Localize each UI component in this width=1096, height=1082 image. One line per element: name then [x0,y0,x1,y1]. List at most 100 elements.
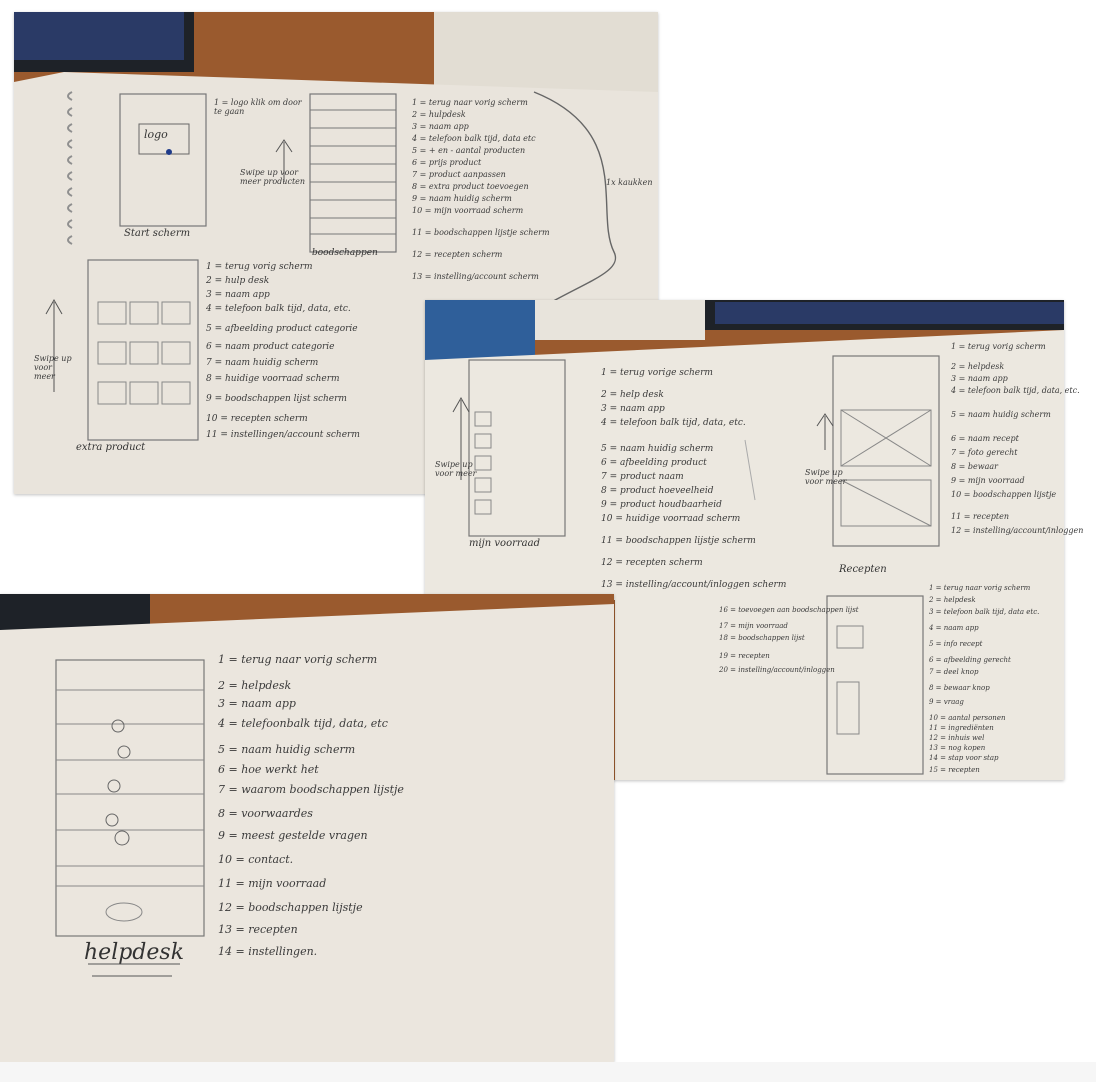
note-line: 8 = bewaar knop [929,684,990,692]
photo-notebook-page-2: mijn voorraad Swipe up voor meer Swipe u… [425,300,1083,780]
note-line: 2 = helpdesk [218,679,292,692]
caption-recepten: Recepten [839,564,887,575]
note-line: 4 = telefoonbalk tijd, data, etc [218,717,388,730]
note-line: 11 = boodschappen lijstje scherm [412,228,550,237]
note-line: 1 = terug naar vorig scherm [929,584,1031,592]
note-line: 2 = help desk [601,390,664,400]
note-line: 7 = foto gerecht [951,448,1018,457]
note-line: 11 = instellingen/account scherm [206,430,360,440]
note-line: 12 = inhuis wel [929,734,985,742]
note-line: 9 = mijn voorraad [951,476,1025,485]
note-line: 3 = naam app [951,374,1008,383]
note-line: 12 = instelling/account/inloggen [951,526,1084,535]
note-line: 4 = telefoon balk tijd, data etc [412,134,536,143]
note-line: 17 = mijn voorraad [719,622,788,630]
note-line: 8 = voorwaardes [218,807,313,820]
caption-helpdesk: helpdesk [84,940,185,965]
note-line: 5 = afbeelding product categorie [206,324,358,334]
note-line: 8 = bewaar [951,462,998,471]
note-line: 3 = naam app [218,697,296,710]
note-line: 20 = instelling/account/inloggen [719,666,835,674]
note-line: 16 = toevoegen aan boodschappen lijst [719,606,859,614]
note-line: 1 = terug vorig scherm [951,342,1046,351]
note-line: 7 = product naam [601,472,684,482]
photo-3-scene [0,594,614,1062]
note-line: 8 = huidige voorraad scherm [206,374,340,384]
note-line: 2 = hulpdesk [412,110,466,119]
note-line: 10 = recepten scherm [206,414,308,424]
note-line: 13 = instelling/account scherm [412,272,539,281]
note-line: 13 = recepten [218,923,298,936]
note-line: 15 = recepten [929,766,980,774]
note-line: 4 = telefoon balk tijd, data, etc. [601,418,746,428]
note-line: 6 = naam recept [951,434,1019,443]
note-line: 10 = huidige voorraad scherm [601,514,741,524]
bottom-strip [0,1062,1096,1082]
swipe-note-2: Swipe up voor meer [34,354,72,382]
note-line: 9 = meest gestelde vragen [218,829,368,842]
note-line: 4 = telefoon balk tijd, data, etc. [951,386,1080,395]
note-line: 5 = naam huidig scherm [218,743,356,756]
note-line: 14 = stap voor stap [929,754,999,762]
note-line: 3 = naam app [601,404,665,414]
swipe-note-2: Swipe up voor meer [805,468,847,487]
side-note: 1x kaukken [606,178,653,187]
note-line: 13 = instelling/account/inloggen scherm [601,580,787,590]
caption-extra-product: extra product [76,442,146,453]
note-line: 1 = terug naar vorig scherm [412,98,528,107]
note-line: 3 = naam app [412,122,469,131]
caption-start-screen: Start scherm [124,228,191,239]
note-line: 13 = nog kopen [929,744,986,752]
note-line: 8 = product hoeveelheid [601,486,714,496]
note-line: 7 = deel knop [929,668,979,676]
note-line: 5 = + en - aantal producten [412,146,526,155]
swipe-note: Swipe up voor meer [435,460,477,479]
note-line: 6 = naam product categorie [206,342,335,352]
photo-2-scene [425,300,1064,780]
note-line: 10 = mijn voorraad scherm [412,206,524,215]
note-line: 2 = hulp desk [206,276,270,286]
note-line: 1 = terug vorige scherm [601,368,713,378]
note-line: 7 = waarom boodschappen lijstje [218,783,404,796]
note-line: 1 = terug vorig scherm [206,262,313,272]
note-line: 18 = boodschappen lijst [719,634,805,642]
note-line: 6 = hoe werkt het [218,763,319,776]
note-line: 6 = afbeelding product [601,458,707,468]
note-line: 12 = boodschappen lijstje [218,901,363,914]
note-line: 11 = recepten [951,512,1009,521]
note-line: 5 = naam huidig scherm [951,410,1051,419]
note-line: 10 = aantal personen [929,714,1006,722]
swipe-note: Swipe up voor meer producten [240,168,306,187]
note-line: 9 = boodschappen lijst scherm [206,394,347,404]
note-line: 9 = naam huidig scherm [412,194,512,203]
note-line: 6 = afbeelding gerecht [929,656,1011,664]
note-line: 12 = recepten scherm [601,558,703,568]
note-line: 11 = ingrediënten [929,724,994,732]
note-line: 7 = naam huidig scherm [206,358,319,368]
note-line: 4 = naam app [929,624,979,632]
note-line: 2 = helpdesk [951,362,1005,371]
note-line: 10 = contact. [218,853,294,866]
note-line: 19 = recepten [719,652,770,660]
note-line: 7 = product aanpassen [412,170,506,179]
note-line: 2 = helpdesk [929,596,976,604]
note-line: 6 = prijs product [412,158,482,167]
logo-label: logo [144,128,168,141]
note-line: 14 = instellingen. [218,945,318,958]
note-line: 8 = extra product toevoegen [412,182,529,191]
note-line: 1 = terug naar vorig scherm [218,653,378,666]
note-line: 5 = info recept [929,640,983,648]
note-line: 4 = telefoon balk tijd, data, etc. [206,304,351,314]
note-line: 11 = mijn voorraad [218,877,327,890]
note-line: 12 = recepten scherm [412,250,503,259]
note-line: 3 = naam app [206,290,270,300]
caption-mijn-voorraad: mijn voorraad [469,538,540,549]
note-line: 9 = vraag [929,698,964,706]
logo-note: 1 = logo klik om door te gaan [214,98,302,117]
photo-notebook-page-3: helpdesk 1 = terug naar vorig scherm 2 =… [0,594,614,1062]
note-line: 11 = boodschappen lijstje scherm [601,536,756,546]
note-line: 3 = telefoon balk tijd, data etc. [929,608,1040,616]
caption-boodschappen: boodschappen [312,248,378,258]
note-line: 10 = boodschappen lijstje [951,490,1057,499]
note-line: 9 = product houdbaarheid [601,500,722,510]
